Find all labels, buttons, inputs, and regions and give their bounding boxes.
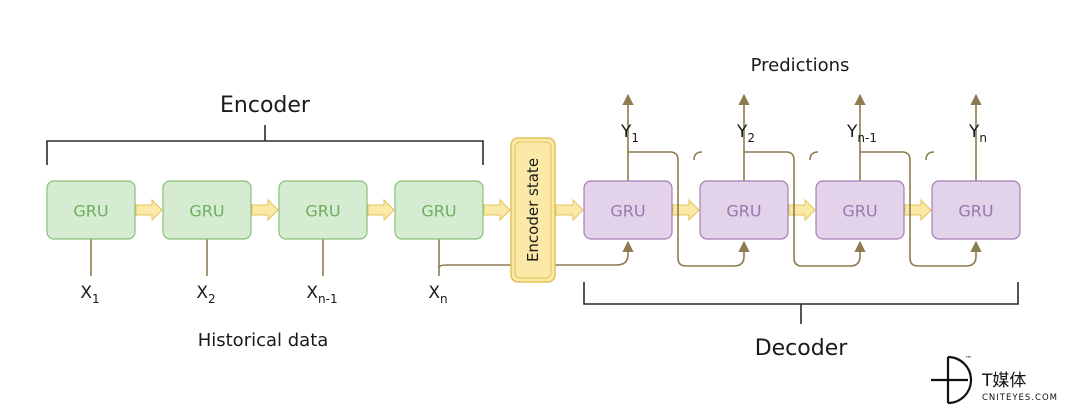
feedback-loop — [744, 151, 866, 267]
predictions-caption: Predictions — [751, 55, 850, 76]
decoder-bracket — [583, 282, 1019, 324]
encoder-gru-cell: GRU — [394, 180, 484, 240]
flow-arrow — [904, 198, 932, 222]
feedback-loop-joint — [809, 151, 819, 161]
output-label: Yn — [968, 122, 987, 145]
decoder-gru-cell: GRU — [583, 180, 673, 240]
flow-arrows — [135, 198, 932, 222]
input-label: Xn — [428, 283, 447, 306]
input-label: X2 — [196, 283, 215, 306]
input-label: X1 — [80, 283, 99, 306]
watermark-tm: ™ — [965, 355, 972, 363]
decoder-gru-label: GRU — [958, 202, 993, 221]
xn-to-decoder-line — [438, 240, 634, 269]
gru-cells: GRU GRU GRU GRU GRU GRU GRU GRU — [46, 180, 1021, 240]
decoder-gru-cell: GRU — [931, 180, 1021, 240]
flow-arrow — [135, 198, 163, 222]
feedback-loop — [860, 151, 982, 267]
encoder-gru-label: GRU — [305, 202, 340, 221]
feedback-loop-joint — [925, 151, 935, 161]
output-label: Y1 — [620, 122, 639, 145]
encoder-gru-label: GRU — [189, 202, 224, 221]
flow-arrow — [672, 198, 700, 222]
encoder-state-label: Encoder state — [524, 158, 542, 262]
decoder-gru-cell: GRU — [699, 180, 789, 240]
watermark-logo: ™ T媒体 CNITEYES.COM — [931, 355, 1058, 405]
decoder-gru-label: GRU — [842, 202, 877, 221]
encoder-title: Encoder — [220, 93, 311, 118]
encoder-gru-label: GRU — [73, 202, 108, 221]
encoder-gru-label: GRU — [421, 202, 456, 221]
decoder-gru-label: GRU — [610, 202, 645, 221]
encoder-gru-cell: GRU — [162, 180, 252, 240]
flow-arrow — [251, 198, 279, 222]
flow-arrow — [483, 198, 511, 222]
encoder-bracket — [46, 125, 484, 165]
decoder-gru-cell: GRU — [815, 180, 905, 240]
io-labels: X1 X2 Xn-1 Xn Y1 Y2 Yn-1 Yn — [80, 122, 987, 306]
encoder-state-box: Encoder state — [510, 137, 556, 283]
decoder-gru-label: GRU — [726, 202, 761, 221]
encoder-gru-cell: GRU — [46, 180, 136, 240]
flow-arrow — [555, 198, 584, 222]
feedback-loop — [628, 151, 750, 267]
output-label: Yn-1 — [846, 122, 877, 145]
feedback-loop-joint — [693, 151, 703, 161]
decoder-title: Decoder — [755, 336, 849, 361]
watermark-site: CNITEYES.COM — [982, 393, 1058, 403]
encoder-gru-cell: GRU — [278, 180, 368, 240]
flow-arrow — [788, 198, 816, 222]
flow-arrow — [367, 198, 395, 222]
watermark-brand: T媒体 — [981, 371, 1026, 391]
input-label: Xn-1 — [306, 283, 337, 306]
output-label: Y2 — [736, 122, 755, 145]
historical-data-caption: Historical data — [198, 330, 329, 351]
